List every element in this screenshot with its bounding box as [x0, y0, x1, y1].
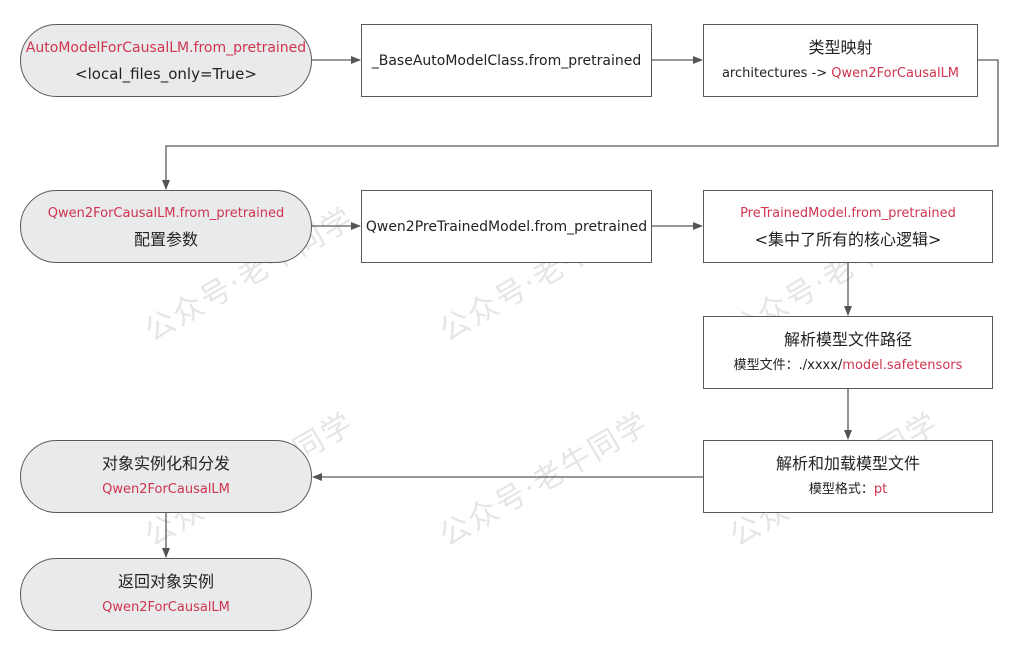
node-title: 类型映射 [808, 37, 873, 57]
node-title: 解析和加载模型文件 [775, 453, 920, 473]
node-detail-prefix: 模型文件：./xxxx/ [733, 357, 843, 373]
node-detail-value: Qwen2ForCausalLM [102, 599, 230, 615]
node-param-label: 配置参数 [133, 229, 198, 249]
watermark: 公众号·老牛同学 [433, 405, 656, 555]
node-instantiate-dispatch: 对象实例化和分发 Qwen2ForCausalLM [20, 440, 312, 513]
node-automodel-from-pretrained: AutoModelForCausalLM.from_pretrained <lo… [20, 24, 312, 97]
node-method-label: Qwen2ForCausalLM.from_pretrained [47, 205, 285, 221]
node-method-label: PreTrainedModel.from_pretrained [740, 205, 956, 221]
node-detail-value: Qwen2ForCausalLM [831, 65, 960, 81]
node-detail-value: Qwen2ForCausalLM [102, 481, 230, 497]
node-pretrained-model: PreTrainedModel.from_pretrained <集中了所有的核… [703, 190, 993, 263]
node-param-label: <集中了所有的核心逻辑> [754, 229, 942, 249]
node-title: 对象实例化和分发 [101, 453, 230, 473]
node-detail: architectures -> Qwen2ForCausalLM [722, 64, 959, 84]
node-parse-model-path: 解析模型文件路径 模型文件：./xxxx/model.safetensors [703, 316, 993, 389]
node-parse-load-model: 解析和加载模型文件 模型格式：pt [703, 440, 993, 513]
node-qwen2-pretrained-model: Qwen2PreTrainedModel.from_pretrained [361, 190, 652, 263]
node-detail-prefix: architectures -> [721, 65, 832, 81]
node-title: 返回对象实例 [117, 571, 214, 591]
node-return-instance: 返回对象实例 Qwen2ForCausalLM [20, 558, 312, 631]
node-method-label: AutoModelForCausalLM.from_pretrained [25, 39, 307, 56]
node-method-label: Qwen2PreTrainedModel.from_pretrained [365, 218, 648, 235]
node-base-auto-model-class: _BaseAutoModelClass.from_pretrained [361, 24, 652, 97]
node-detail-prefix: 模型格式： [808, 481, 874, 497]
node-param-label: <local_files_only=True> [75, 64, 257, 83]
node-detail: 模型文件：./xxxx/model.safetensors [734, 356, 963, 376]
node-detail-value: model.safetensors [842, 357, 963, 373]
node-type-mapping: 类型映射 architectures -> Qwen2ForCausalLM [703, 24, 978, 97]
node-detail-value: pt [873, 481, 888, 497]
node-qwen2-causal-from-pretrained: Qwen2ForCausalLM.from_pretrained 配置参数 [20, 190, 312, 263]
node-title: 解析模型文件路径 [783, 329, 912, 349]
node-method-label: _BaseAutoModelClass.from_pretrained [371, 52, 642, 69]
node-detail: 模型格式：pt [809, 480, 887, 500]
